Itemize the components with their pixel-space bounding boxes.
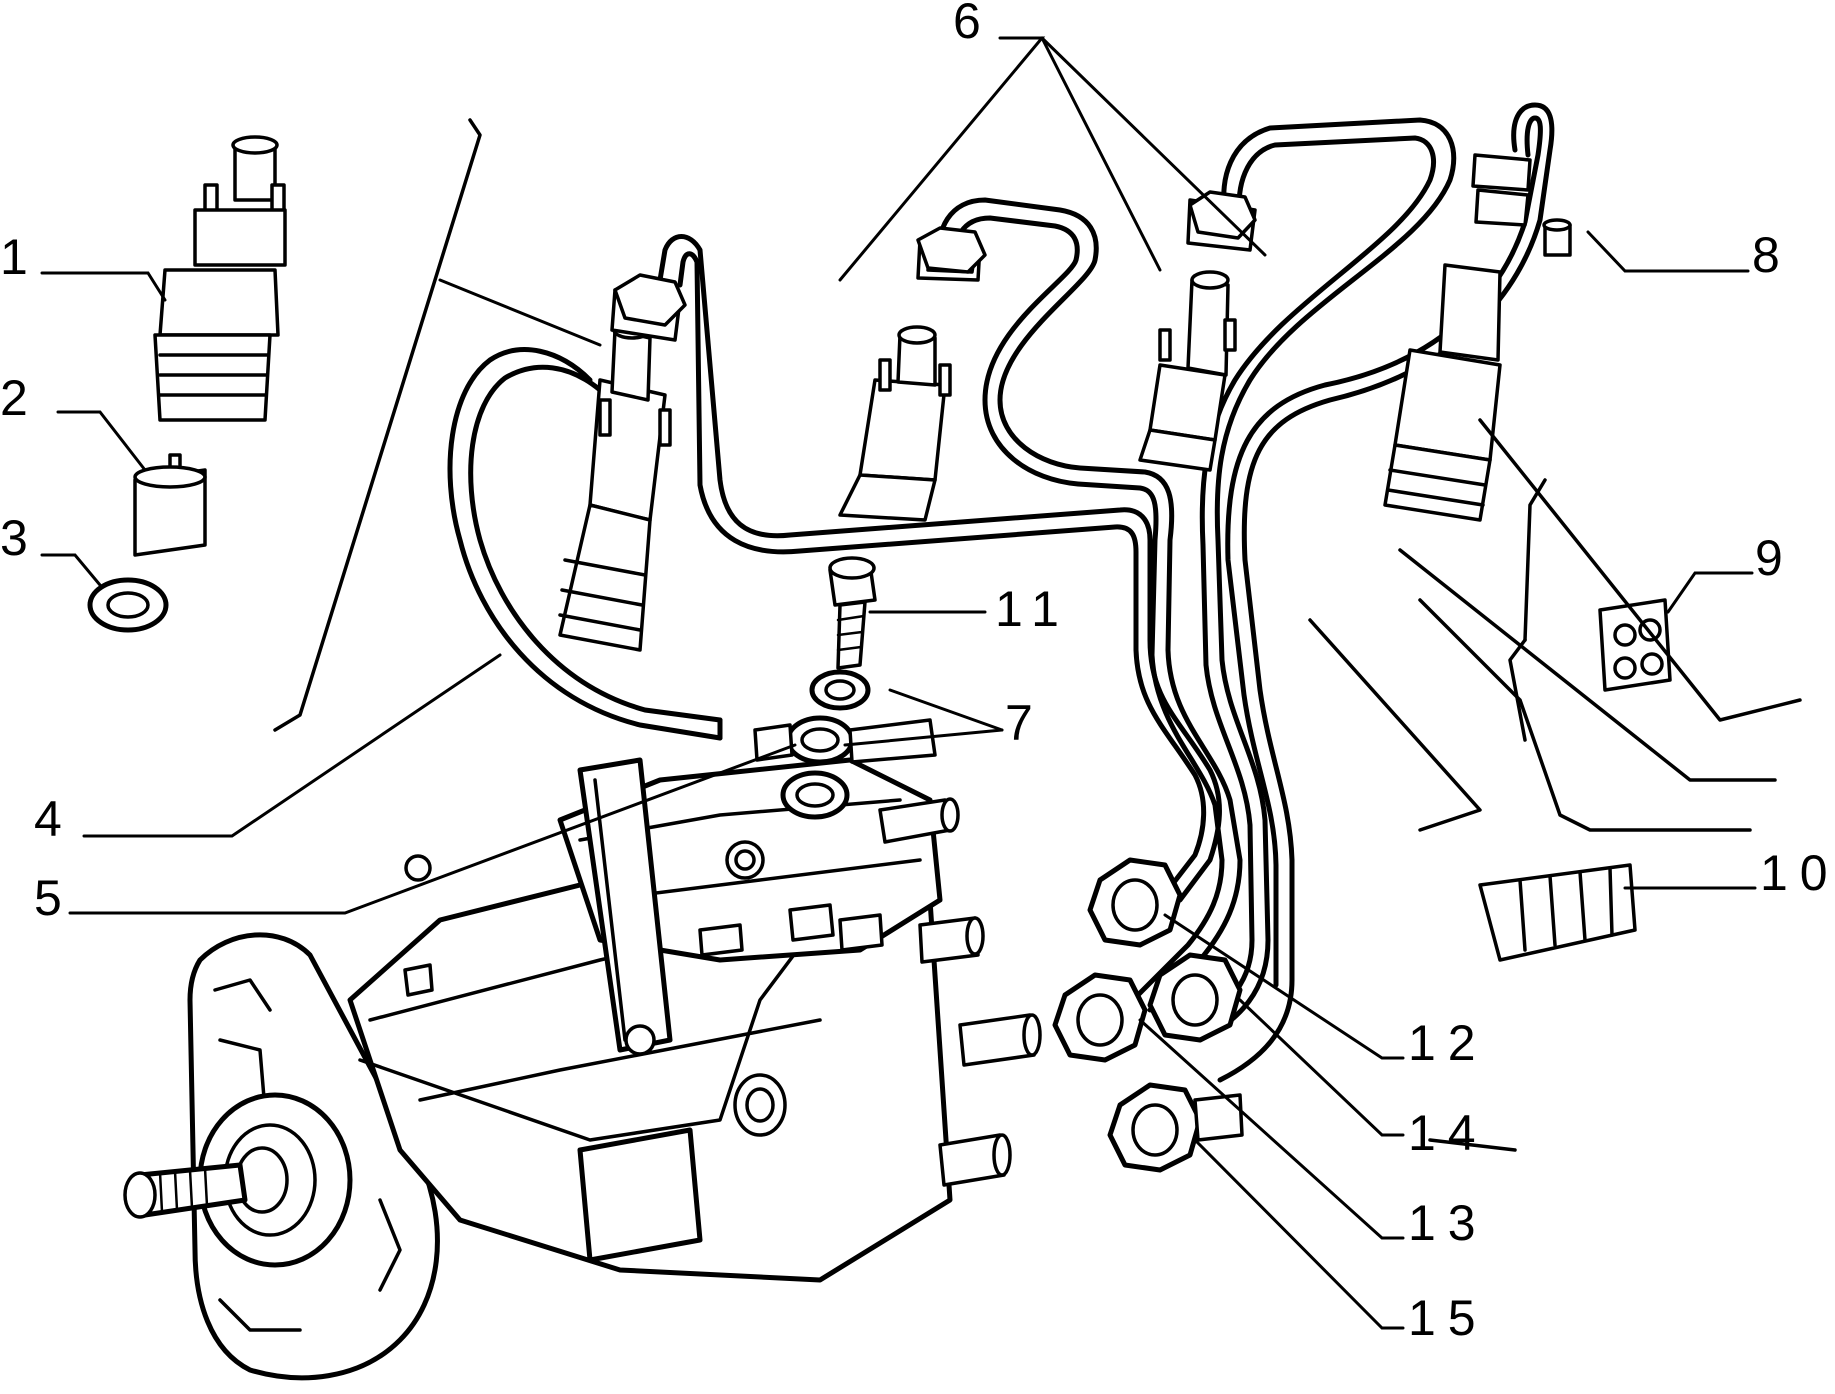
part-9-clip-icon [1598,598,1672,692]
callout-6: 6 [953,0,981,49]
pressure-pipe-1 [657,234,1222,903]
callout-labels: 1 2 3 4 5 6 7 8 9 10 11 12 13 14 15 [0,0,1835,1346]
union-nut-icon [613,190,1257,327]
part-14-union-nut-icon [1147,952,1243,1043]
injector-icon [1138,198,1257,472]
part-12-union-nut-icon [1087,857,1183,948]
leader-3 [40,553,102,587]
leader-9 [1666,571,1754,614]
part-10-clip-icon [1478,863,1637,962]
leader-15 [1193,1138,1405,1330]
leader-8 [1586,230,1750,273]
injector-icon [558,288,682,652]
return-pipe-4 [447,347,723,741]
callout-14: 14 [1408,1105,1488,1161]
part-11-bolt-icon [828,556,877,670]
leader-6b [1040,36,1162,272]
leader-2 [56,410,147,472]
injection-pump-icon [123,757,1042,1381]
pressure-pipe-4 [1217,102,1555,1083]
callout-9: 9 [1755,530,1783,586]
leader-5 [68,743,797,915]
callout-15: 15 [1408,1290,1488,1346]
leader-7b [843,728,1004,747]
union-nuts-loose [1052,857,1244,1173]
leader-lines [40,36,1757,1330]
pressure-pipe-2 [936,197,1243,1013]
bracket-lines [273,118,1802,1152]
callout-7: 7 [1005,695,1033,751]
pump-outlets [698,797,1042,1187]
callout-12: 12 [1408,1015,1488,1071]
part-1-injector-icon [153,135,287,422]
leader-4 [82,653,502,838]
leader-6-to-pipe [438,278,602,347]
injectors-installed [558,153,1532,652]
injector-icon [838,238,982,522]
part-8-cap-icon [1542,218,1572,257]
injector-icon [1383,153,1532,522]
callout-5: 5 [34,870,62,926]
callout-3: 3 [0,510,28,566]
leader-14 [1238,998,1405,1137]
leader-1 [40,271,167,302]
callout-1: 1 [0,229,28,285]
part-15-union-nut-icon [1107,1082,1244,1173]
leader-12 [1163,913,1405,1060]
leader-7 [888,688,1004,732]
callout-4: 4 [34,791,62,847]
part-13-union-nut-icon [1052,972,1148,1063]
callout-8: 8 [1752,227,1780,283]
leader-13 [1138,1018,1405,1240]
fuel-pipes [447,102,1555,1083]
callout-11: 11 [995,581,1071,637]
leader-6c [1040,36,1267,257]
callout-2: 2 [0,370,28,426]
pressure-pipe-3 [1197,117,1457,1043]
part-3-washer-icon [87,577,169,633]
callout-10: 10 [1760,845,1835,901]
callout-13: 13 [1408,1195,1488,1251]
part-2-nozzle-icon [133,453,207,557]
